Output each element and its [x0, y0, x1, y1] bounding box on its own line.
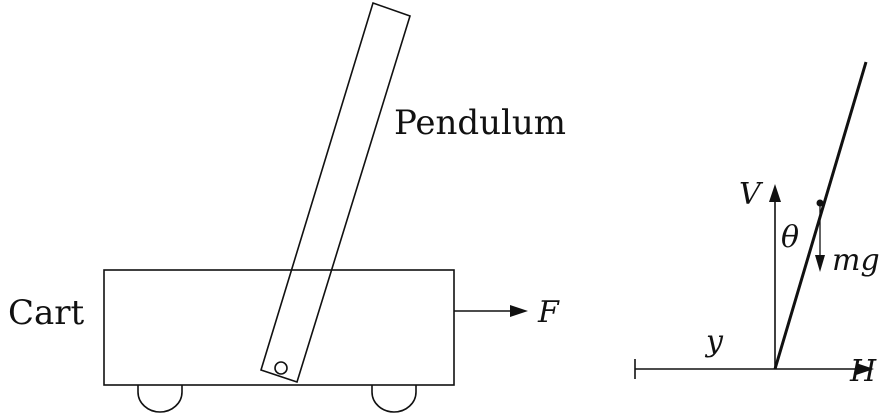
weight-label: mg: [832, 243, 880, 278]
pendulum-pivot: [274, 361, 288, 375]
force-arrowhead: [510, 305, 528, 317]
cart-wheel-left: [137, 385, 183, 413]
free-body-diagram: V θ mg y H: [634, 61, 880, 389]
cart-label: Cart: [8, 293, 85, 333]
position-label: y: [704, 324, 724, 359]
angle-label: θ: [781, 220, 799, 255]
vertical-force-label: V: [739, 177, 764, 212]
force-label: F: [537, 295, 560, 330]
cart-pendulum-figure: Pendulum Cart F: [8, 1, 566, 413]
pendulum-label: Pendulum: [394, 103, 566, 143]
gravity-arrowhead: [815, 255, 825, 272]
horizontal-force-arrowhead: [856, 363, 874, 375]
horizontal-force-label: H: [849, 354, 877, 389]
vertical-force-arrowhead: [769, 184, 781, 202]
cart-wheel-right: [371, 385, 417, 413]
pendulum-rod: [260, 1, 411, 384]
cart-body: [103, 269, 455, 386]
